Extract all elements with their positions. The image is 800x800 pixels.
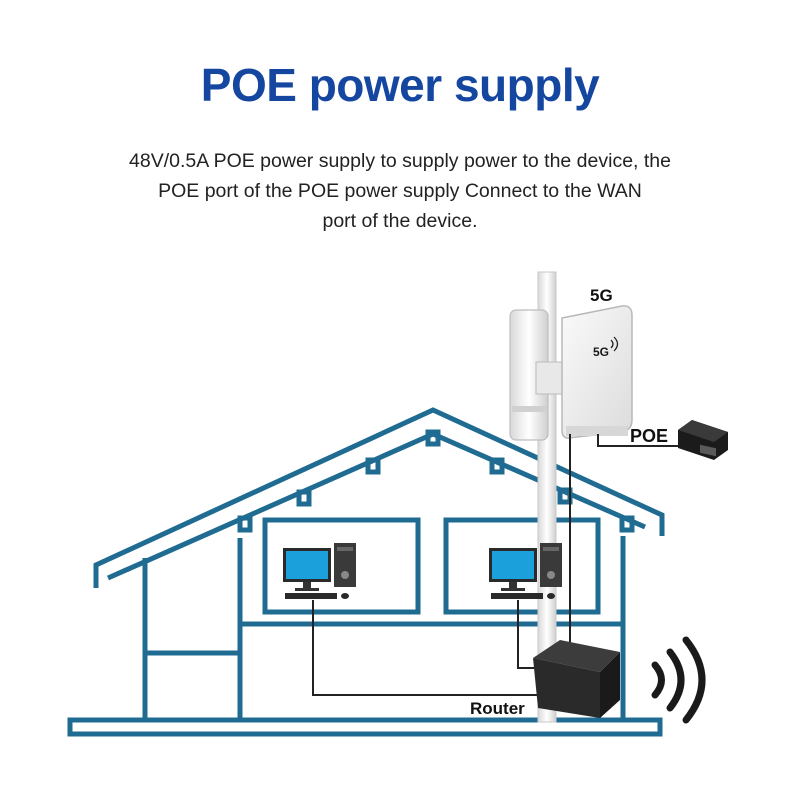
eave-block xyxy=(365,457,381,475)
roof-inner xyxy=(106,431,647,581)
computer-right xyxy=(489,543,562,599)
computer-left xyxy=(283,543,356,599)
cables xyxy=(312,434,682,696)
device-label: 5G xyxy=(590,286,613,305)
house-outline xyxy=(67,407,665,737)
device-wifi-icon xyxy=(610,336,619,352)
side-antenna xyxy=(509,309,567,441)
description: 48V/0.5A POE power supply to supply powe… xyxy=(100,146,700,236)
eave-block xyxy=(557,487,573,505)
eave-block xyxy=(296,489,312,507)
room-left xyxy=(262,517,421,615)
roof-outer xyxy=(93,407,665,588)
wifi-signal-icon xyxy=(651,636,706,724)
device-logo: 5G xyxy=(593,345,609,359)
cable-device-to-poe xyxy=(597,434,682,447)
cable-pc-right-to-router xyxy=(517,600,540,669)
router xyxy=(533,640,620,718)
description-line-2: POE port of the POE power supply Connect… xyxy=(158,180,642,202)
ground xyxy=(67,717,663,737)
description-line-3: port of the device. xyxy=(322,210,478,232)
eave-block xyxy=(619,515,635,533)
eave-block xyxy=(489,457,505,475)
router-label: Router xyxy=(470,699,525,718)
eave-block xyxy=(237,515,253,533)
poe-label: POE xyxy=(630,426,669,446)
page-title: POE power supply xyxy=(200,59,600,111)
cable-pc-left-to-router xyxy=(312,600,540,696)
poe-injector xyxy=(678,420,728,460)
description-line-1: 48V/0.5A POE power supply to supply powe… xyxy=(129,150,671,172)
room-right xyxy=(443,517,601,615)
eave-block xyxy=(425,429,441,447)
5g-cpe-device: 5G xyxy=(561,305,633,439)
